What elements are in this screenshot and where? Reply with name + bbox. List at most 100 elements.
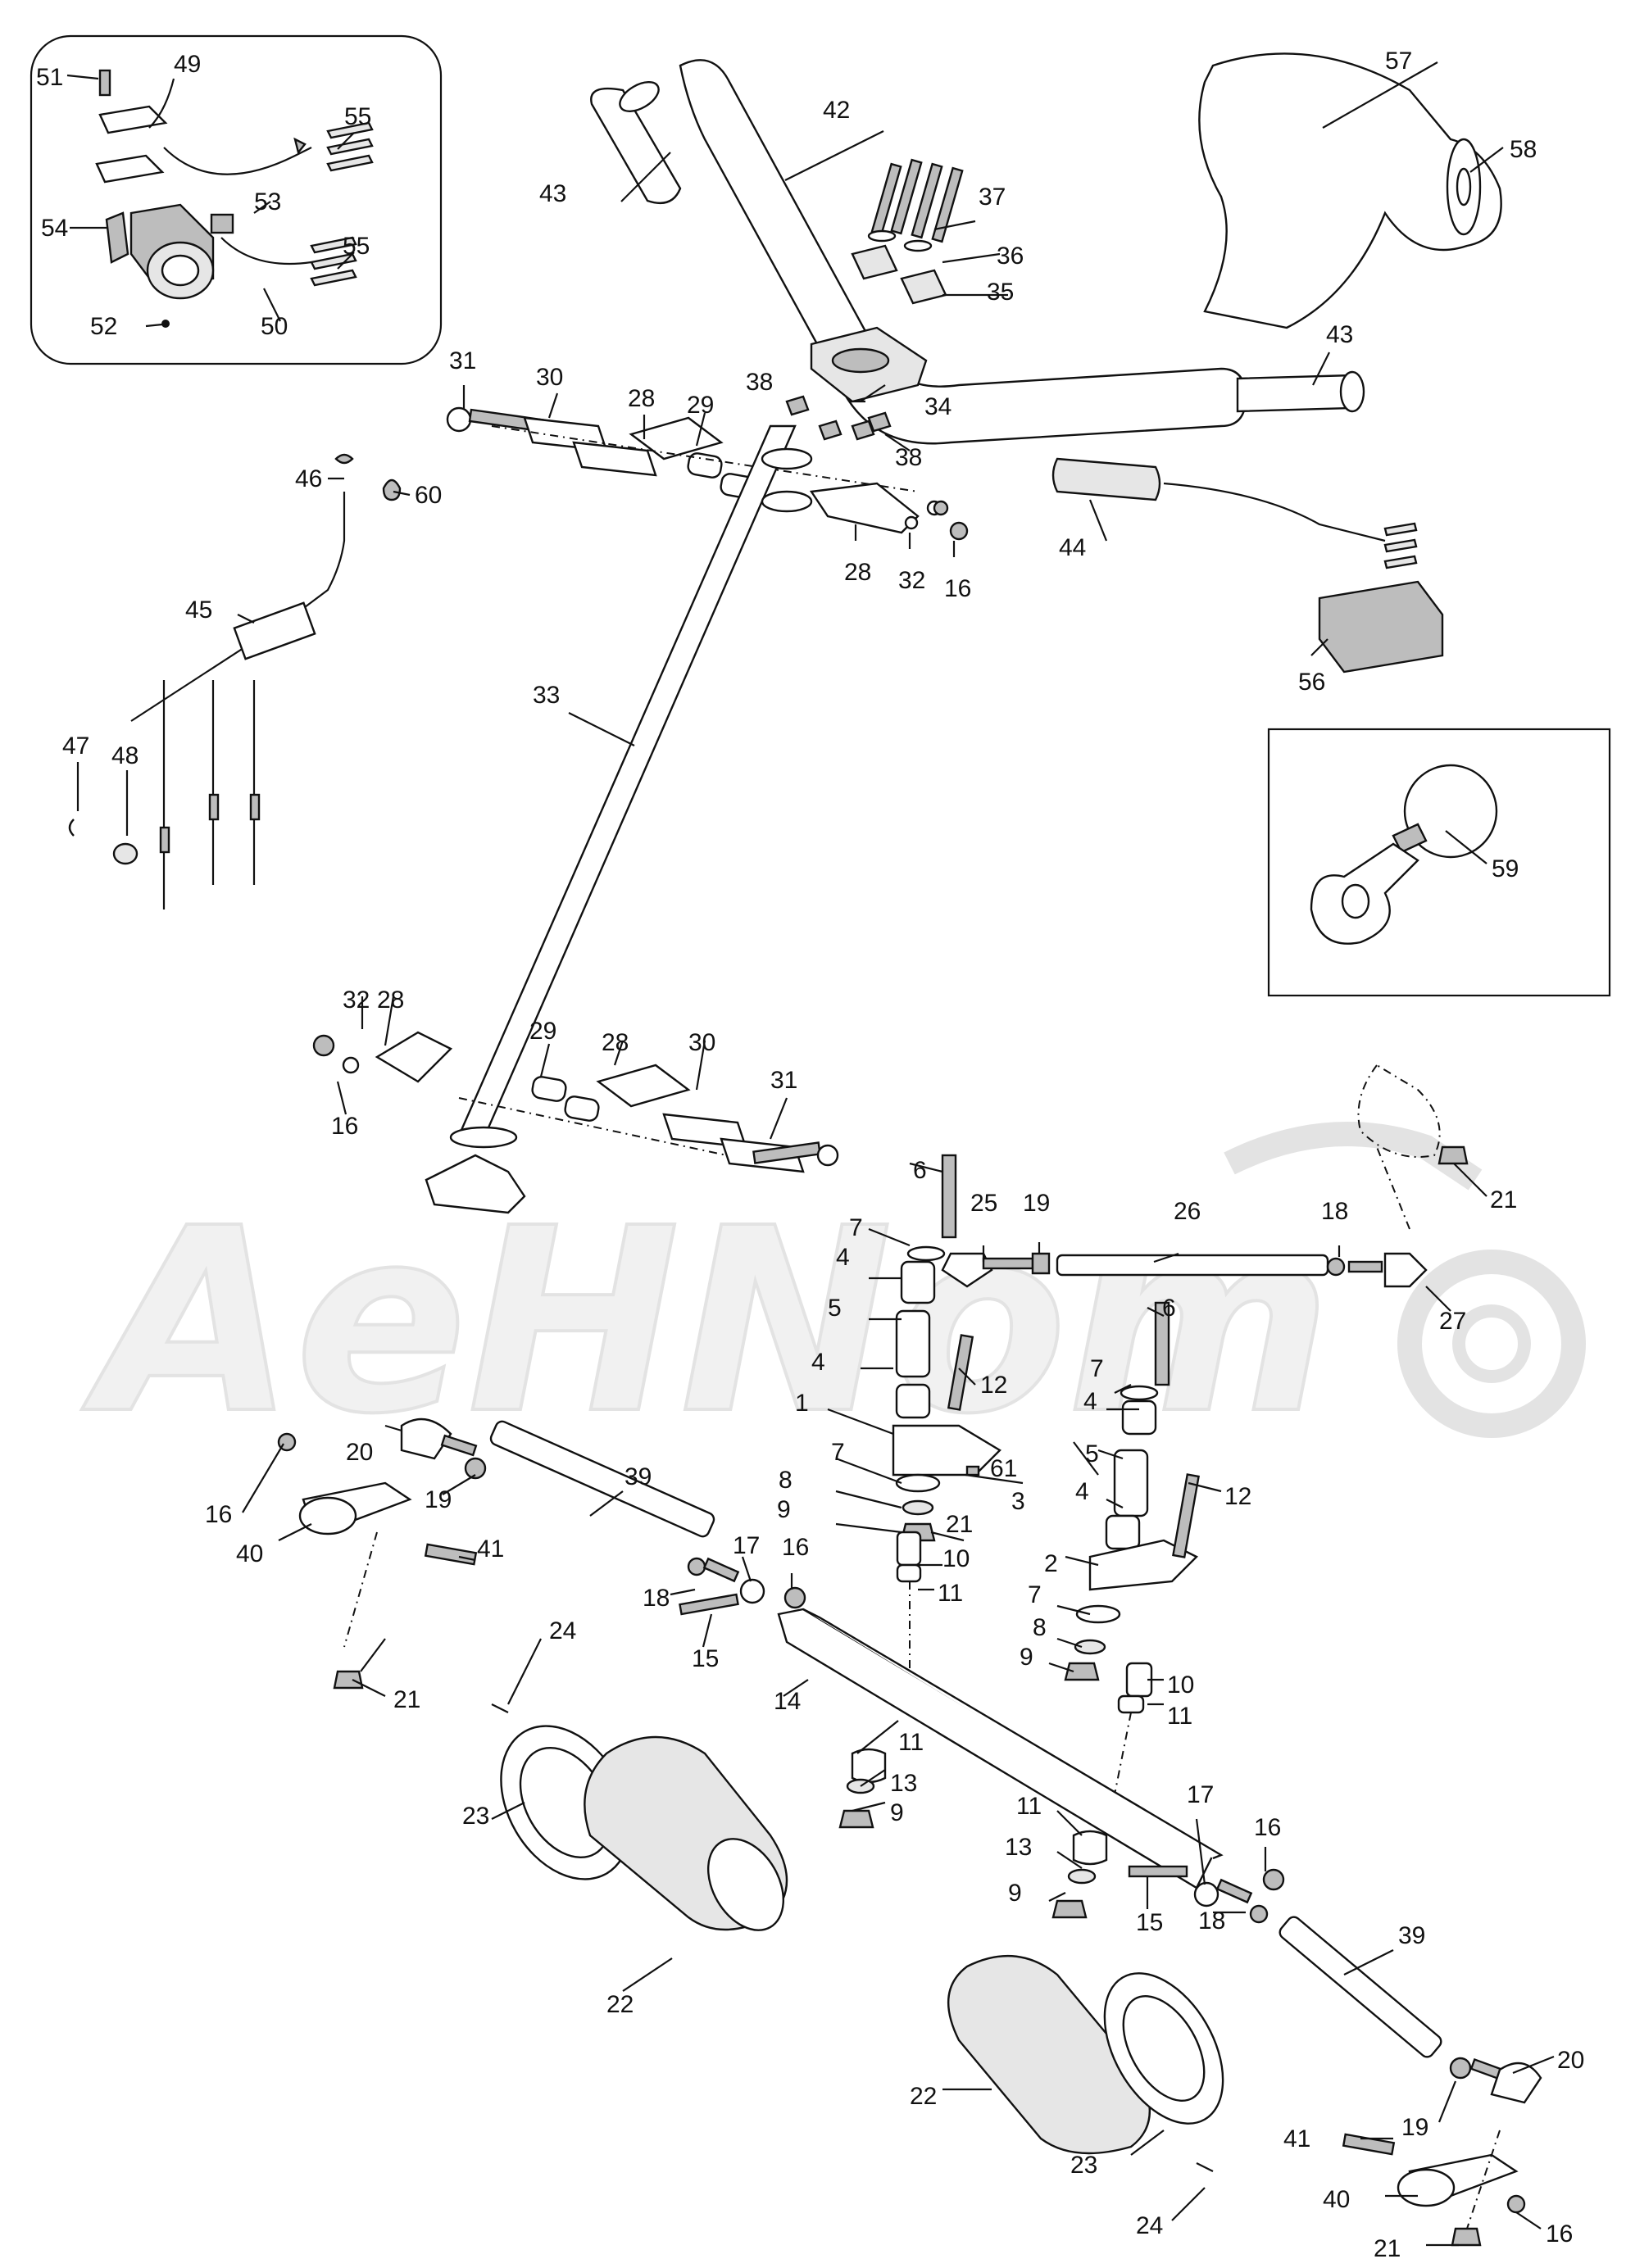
nut-19-upper — [1031, 1252, 1051, 1275]
nut-9-d — [1051, 1899, 1088, 1919]
callout-28-upper-b: 28 — [844, 559, 871, 586]
callout-38-b: 38 — [895, 444, 922, 471]
callout-60: 60 — [415, 482, 442, 509]
nut-18-left — [687, 1557, 706, 1576]
callout-15-left: 15 — [692, 1645, 719, 1672]
bolt-37-c — [911, 162, 943, 239]
watermark-text: AeHNom — [79, 1174, 1332, 1470]
washer-8-b — [1074, 1639, 1106, 1655]
steering-column — [425, 424, 813, 1214]
callout-4-d: 4 — [1075, 1478, 1089, 1505]
boots — [491, 1703, 1224, 2172]
bar-14 — [777, 1608, 1215, 1889]
bracket-49-bottom — [95, 154, 165, 184]
callout-13-a: 13 — [890, 1770, 917, 1797]
callout-52: 52 — [90, 313, 117, 340]
left-tie-rod — [277, 1418, 806, 1690]
callout-55-a: 55 — [344, 103, 371, 130]
lower-linkage — [312, 1031, 839, 1173]
washer-32-lower — [342, 1056, 360, 1074]
washer-7-b — [895, 1473, 941, 1493]
callout-49: 49 — [174, 51, 201, 78]
upper-tie-rod — [941, 1064, 1469, 1288]
spacer-11-d — [1072, 1830, 1108, 1866]
callout-58: 58 — [1510, 136, 1537, 163]
rod-end-20-left — [400, 1418, 452, 1460]
callout-40-left: 40 — [236, 1540, 263, 1567]
callout-19-right: 19 — [1401, 2114, 1428, 2141]
callout-16-right-arm: 16 — [1546, 2220, 1573, 2248]
clamp-35-a — [851, 244, 898, 280]
callout-30-upper: 30 — [536, 364, 563, 391]
clip-47 — [68, 819, 75, 837]
callout-1: 1 — [795, 1390, 809, 1417]
bushing-29-lower — [531, 1076, 567, 1102]
callout-9-c: 9 — [890, 1799, 904, 1826]
spacer-11-c — [851, 1748, 887, 1784]
washer-13-b — [1067, 1868, 1097, 1885]
link-30-b — [572, 441, 657, 477]
nut-16-lower — [312, 1034, 335, 1057]
grip-57 — [1198, 52, 1502, 329]
callout-4-c: 4 — [1083, 1388, 1097, 1415]
callout-36: 36 — [997, 243, 1024, 270]
callout-32-upper: 32 — [898, 567, 925, 594]
callout-45: 45 — [185, 596, 212, 624]
washer-48 — [112, 842, 139, 865]
callout-11-b: 11 — [1167, 1703, 1192, 1730]
washer-36-a — [867, 229, 897, 243]
callout-53: 53 — [254, 188, 281, 215]
bushing-4-d — [1105, 1514, 1141, 1550]
callout-61: 61 — [990, 1455, 1017, 1482]
callout-7-d: 7 — [1028, 1581, 1042, 1608]
callout-32-lower: 32 — [343, 987, 370, 1014]
lower-arm-28 — [425, 1154, 526, 1214]
callout-28-lower-a: 28 — [377, 987, 404, 1014]
bolt-6-a — [941, 1154, 957, 1239]
spacer-10-a — [896, 1531, 922, 1567]
callout-44: 44 — [1059, 534, 1086, 561]
callout-41-right: 41 — [1283, 2125, 1310, 2152]
pitman-arm-1 — [892, 1424, 1001, 1476]
tie-rod-26 — [1056, 1254, 1329, 1277]
callout-9-d: 9 — [1008, 1880, 1022, 1907]
spacer-5-a — [895, 1309, 931, 1378]
switch-inset-parts — [95, 69, 374, 328]
callout-56: 56 — [1298, 669, 1325, 696]
callout-37: 37 — [979, 184, 1006, 211]
grip-43-left — [590, 87, 682, 205]
callout-7-c: 7 — [1090, 1355, 1104, 1382]
callout-20-right: 20 — [1557, 2047, 1584, 2074]
connector-56 — [1318, 580, 1444, 674]
clamp-35-b — [900, 269, 947, 305]
nut-16-upper — [949, 521, 969, 541]
callout-51: 51 — [36, 64, 63, 91]
callout-18-right: 18 — [1198, 1907, 1225, 1935]
bolt-head-31-upper — [446, 406, 472, 433]
tie-rod-39-left — [489, 1420, 715, 1538]
right-tie-rod — [1128, 1865, 1542, 2247]
callout-20-left: 20 — [346, 1439, 373, 1466]
callout-31-upper: 31 — [449, 347, 476, 374]
callout-28-upper-a: 28 — [628, 385, 655, 412]
nut-16-right-arm — [1506, 2194, 1526, 2214]
callout-18-upper: 18 — [1321, 1198, 1348, 1225]
rod-end-17-left — [739, 1578, 765, 1604]
callout-16-upper: 16 — [944, 575, 971, 602]
callout-23-left: 23 — [462, 1803, 489, 1830]
callout-12-b: 12 — [1224, 1483, 1251, 1510]
callout-24-left: 24 — [549, 1617, 576, 1644]
callout-21-left: 21 — [393, 1686, 420, 1713]
callout-2: 2 — [1044, 1550, 1058, 1577]
bolt-37-b — [890, 158, 923, 235]
tie-rod-39-right — [1279, 1916, 1442, 2058]
boot-22-right — [947, 1954, 1151, 2155]
callout-47: 47 — [62, 733, 89, 760]
bolt-41-left — [424, 1543, 478, 1566]
callout-55-b: 55 — [343, 233, 370, 260]
callout-9-b: 9 — [1020, 1644, 1033, 1671]
callout-numbers: 51 49 55 53 54 55 52 50 42 43 37 36 35 4… — [36, 48, 1584, 2262]
nut-21-upper — [1438, 1145, 1469, 1165]
washer-36-b — [903, 239, 933, 252]
callout-46: 46 — [295, 465, 322, 492]
